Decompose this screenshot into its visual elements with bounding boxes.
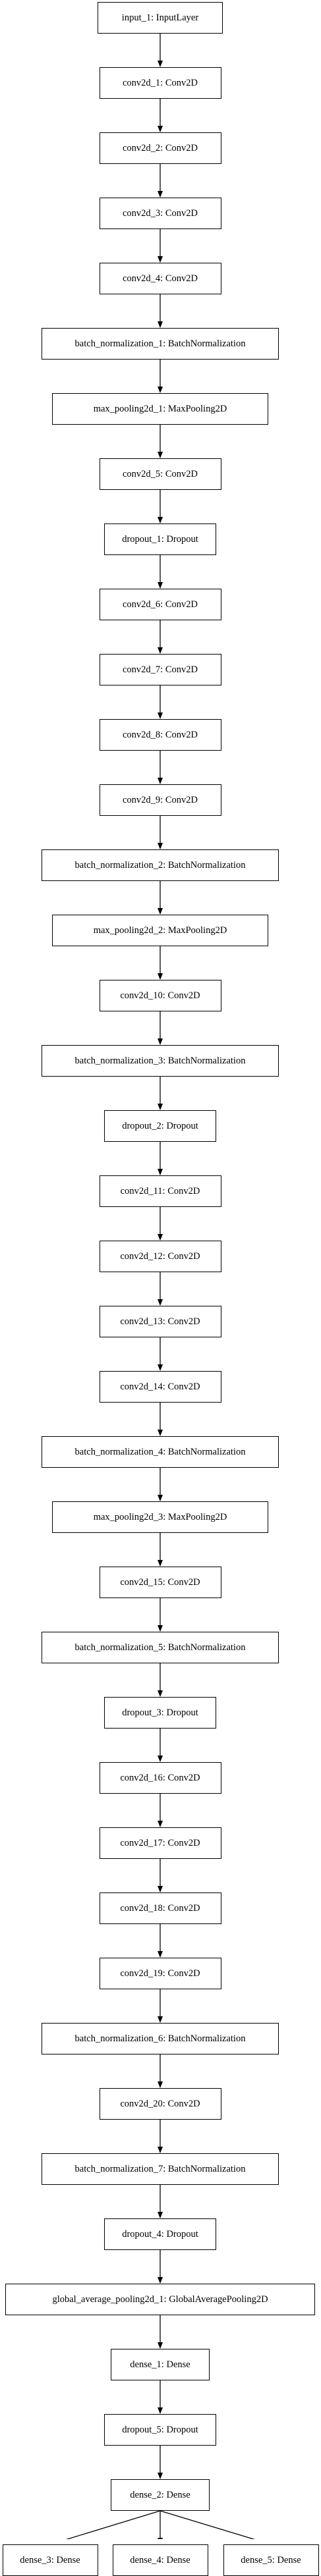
node-conv2d-13: conv2d_13: Conv2D — [99, 1306, 221, 1337]
arrowhead-icon — [158, 2147, 163, 2153]
node-dropout-5: dropout_5: Dropout — [104, 2414, 216, 2446]
arrowhead-icon — [158, 1690, 163, 1697]
arrowhead-icon — [158, 1951, 163, 1958]
node-batch-normalization-5: batch_normalization_5: BatchNormalizatio… — [42, 1632, 279, 1663]
arrowhead-icon — [158, 2342, 163, 2349]
arrowhead-icon — [158, 647, 163, 654]
node-conv2d-9: conv2d_9: Conv2D — [99, 784, 221, 816]
arrowhead-icon — [158, 61, 163, 67]
arrowhead-icon — [158, 387, 163, 393]
node-conv2d-20: conv2d_20: Conv2D — [99, 2088, 221, 2120]
node-batch-normalization-1: batch_normalization_1: BatchNormalizatio… — [42, 328, 279, 360]
node-conv2d-18: conv2d_18: Conv2D — [99, 1892, 221, 1924]
arrowhead-icon — [158, 1756, 163, 1762]
node-conv2d-1: conv2d_1: Conv2D — [99, 67, 221, 99]
node-conv2d-12: conv2d_12: Conv2D — [99, 1241, 221, 1272]
node-conv2d-8: conv2d_8: Conv2D — [99, 719, 221, 751]
node-conv2d-11: conv2d_11: Conv2D — [99, 1175, 221, 1207]
arrowhead-icon — [158, 126, 163, 132]
node-dense-2: dense_2: Dense — [111, 2479, 210, 2511]
arrowhead-icon — [158, 843, 163, 849]
node-conv2d-14: conv2d_14: Conv2D — [99, 1371, 221, 1403]
node-conv2d-16: conv2d_16: Conv2D — [99, 1762, 221, 1794]
node-batch-normalization-6: batch_normalization_6: BatchNormalizatio… — [42, 2023, 279, 2054]
arrowhead-icon — [158, 908, 163, 915]
arrowhead-icon — [158, 2016, 163, 2023]
node-conv2d-5: conv2d_5: Conv2D — [99, 458, 221, 490]
arrowhead-icon — [158, 973, 163, 980]
arrowhead-icon — [158, 1560, 163, 1567]
node-conv2d-10: conv2d_10: Conv2D — [99, 980, 221, 1011]
node-dropout-3: dropout_3: Dropout — [104, 1697, 216, 1729]
arrowhead-icon — [158, 321, 163, 328]
node-dropout-2: dropout_2: Dropout — [104, 1110, 216, 1142]
node-dense-3: dense_3: Dense — [2, 2544, 98, 2576]
arrowhead-icon — [158, 2212, 163, 2218]
arrowhead-icon — [158, 1495, 163, 1501]
arrowhead-icon — [158, 1364, 163, 1371]
arrowhead-icon — [158, 2473, 163, 2479]
arrowhead-icon — [158, 582, 163, 589]
node-conv2d-15: conv2d_15: Conv2D — [99, 1567, 221, 1598]
node-max-pooling2d-3: max_pooling2d_3: MaxPooling2D — [52, 1501, 268, 1533]
node-conv2d-6: conv2d_6: Conv2D — [99, 589, 221, 620]
node-conv2d-19: conv2d_19: Conv2D — [99, 1958, 221, 1989]
arrowhead-icon — [158, 1886, 163, 1892]
node-conv2d-7: conv2d_7: Conv2D — [99, 654, 221, 685]
node-batch-normalization-7: batch_normalization_7: BatchNormalizatio… — [42, 2153, 279, 2185]
node-batch-normalization-2: batch_normalization_2: BatchNormalizatio… — [42, 849, 279, 881]
arrowhead-icon — [158, 1169, 163, 1175]
arrowhead-icon — [158, 1234, 163, 1241]
arrowhead-icon — [158, 517, 163, 523]
node-dropout-4: dropout_4: Dropout — [104, 2218, 216, 2250]
arrowhead-icon — [158, 1038, 163, 1045]
arrowhead-icon — [158, 778, 163, 784]
arrowhead-icon — [158, 1299, 163, 1306]
arrowhead-icon — [158, 1625, 163, 1632]
node-conv2d-2: conv2d_2: Conv2D — [99, 132, 221, 164]
node-batch-normalization-4: batch_normalization_4: BatchNormalizatio… — [42, 1436, 279, 1468]
node-conv2d-3: conv2d_3: Conv2D — [99, 198, 221, 229]
node-max-pooling2d-2: max_pooling2d_2: MaxPooling2D — [52, 915, 268, 946]
arrowhead-icon — [158, 2081, 163, 2088]
arrowhead-icon — [158, 712, 163, 719]
node-conv2d-4: conv2d_4: Conv2D — [99, 263, 221, 294]
node-batch-normalization-3: batch_normalization_3: BatchNormalizatio… — [42, 1045, 279, 1077]
node-input-1: input_1: InputLayer — [98, 2, 223, 34]
node-dense-1: dense_1: Dense — [111, 2349, 210, 2380]
node-dense-4: dense_4: Dense — [112, 2544, 208, 2576]
arrowhead-icon — [158, 1430, 163, 1436]
arrowhead-icon — [158, 2277, 163, 2284]
node-dense-5: dense_5: Dense — [223, 2544, 319, 2576]
arrowhead-icon — [158, 452, 163, 458]
node-conv2d-17: conv2d_17: Conv2D — [99, 1827, 221, 1859]
arrowhead-icon — [158, 1104, 163, 1110]
edge-dense_2-to-dense_5 — [160, 2510, 255, 2539]
node-dropout-1: dropout_1: Dropout — [104, 523, 216, 555]
arrowhead-icon — [158, 191, 163, 198]
arrowhead-icon — [158, 1821, 163, 1827]
arrowhead-icon — [158, 256, 163, 263]
arrowhead-icon — [158, 2407, 163, 2414]
node-global-average-pooling2d-1: global_average_pooling2d_1: GlobalAverag… — [5, 2284, 315, 2315]
node-max-pooling2d-1: max_pooling2d_1: MaxPooling2D — [52, 393, 268, 425]
edge-dense_2-to-dense_3 — [65, 2510, 161, 2539]
